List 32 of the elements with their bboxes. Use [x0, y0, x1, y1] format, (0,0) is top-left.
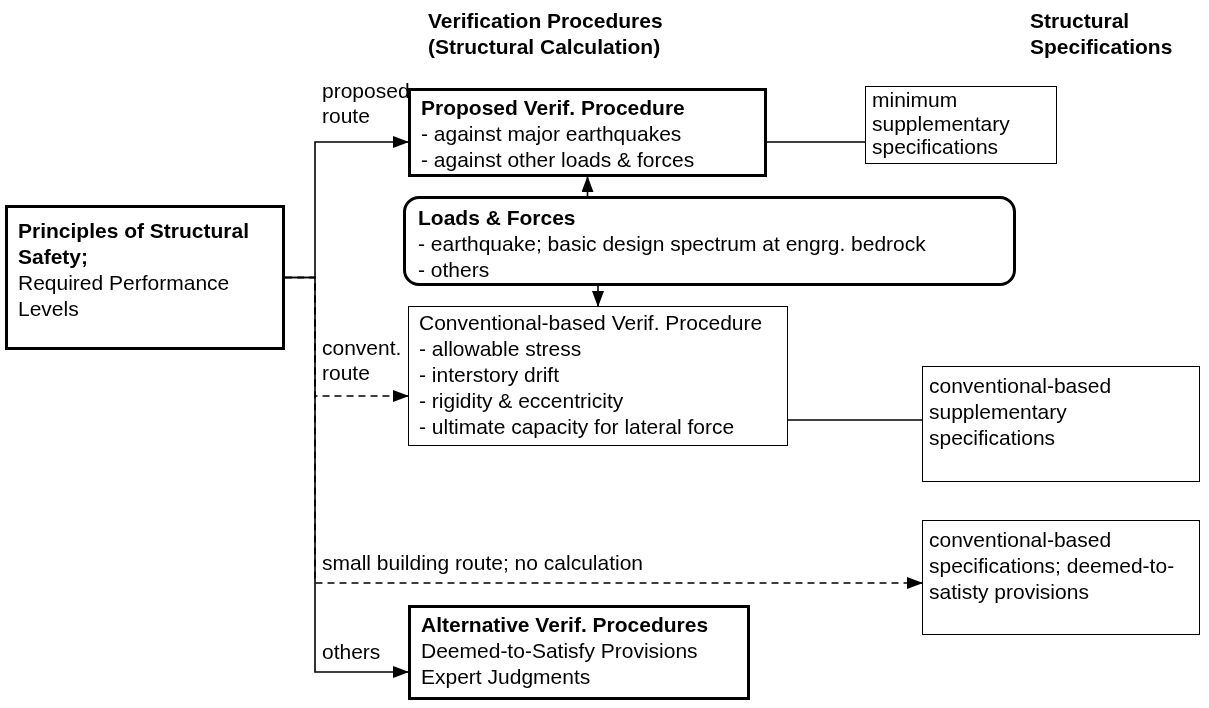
box-heading: Principles of Structural Safety;	[18, 218, 251, 271]
box-text: minimum supplementary specifications	[872, 88, 1011, 159]
process-box	[922, 366, 1200, 482]
process-box	[408, 306, 788, 446]
box-text: - interstory drift	[419, 362, 561, 389]
process-box	[408, 605, 750, 700]
box-text: - allowable stress	[419, 336, 583, 363]
box-text: - others	[418, 257, 491, 284]
box-text: Expert Judgments	[421, 664, 592, 691]
process-box	[408, 88, 767, 177]
connector-arrow	[284, 276, 409, 678]
rounded-box	[403, 196, 1016, 286]
connector-arrow	[592, 285, 604, 307]
box-text: - rigidity & eccentricity	[419, 388, 625, 415]
box-text: conventional-based supplementary specifications	[929, 373, 1113, 452]
box-heading: Proposed Verif. Procedure	[421, 95, 686, 121]
connector-arrow	[581, 176, 594, 197]
process-box	[5, 205, 285, 350]
box-text: Conventional-based Verif. Procedure	[419, 310, 764, 336]
column-heading: Structural Specifications	[1030, 8, 1174, 60]
box-text: Required Performance Levels	[18, 270, 231, 323]
column-heading: Verification Procedures (Structural Calculation)	[428, 8, 664, 60]
box-text: - ultimate capacity for lateral force	[419, 414, 736, 441]
box-text: conventional-based specifications; deemed-to-satisty provisions	[929, 527, 1176, 606]
box-text: - against major earthquakes	[421, 121, 683, 148]
process-box	[922, 520, 1200, 635]
process-box	[865, 86, 1057, 164]
box-text: - against other loads & forces	[421, 147, 696, 174]
box-heading: Loads & Forces	[418, 205, 577, 231]
box-text: - earthquake; basic design spectrum at engrg. bedrock	[418, 231, 927, 258]
box-heading: Alternative Verif. Procedures	[421, 612, 710, 638]
box-text: Deemed-to-Satisfy Provisions	[421, 638, 699, 665]
